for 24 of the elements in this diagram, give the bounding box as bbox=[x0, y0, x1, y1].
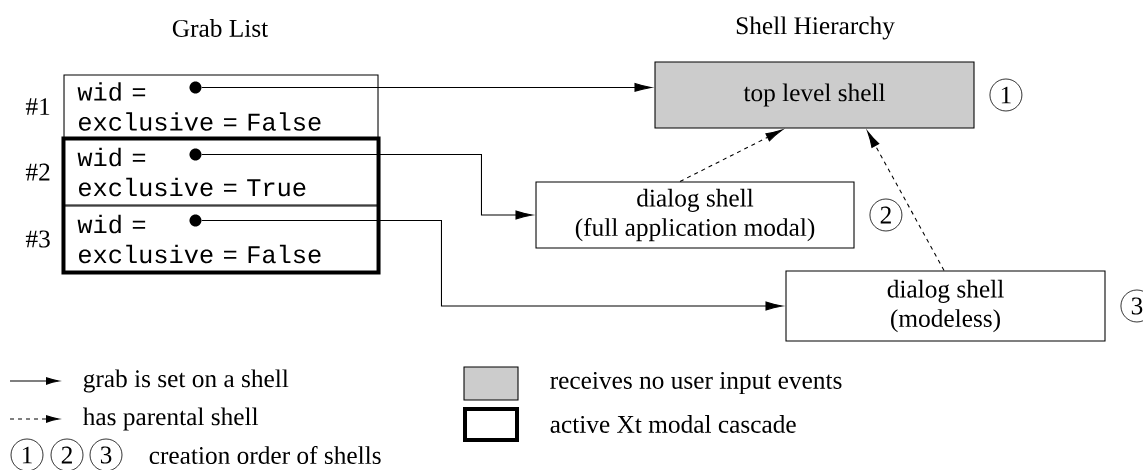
circled-number: 1 bbox=[10, 438, 44, 470]
entry-number: #3 bbox=[25, 230, 50, 248]
legend-text: receives no user input events bbox=[550, 371, 842, 395]
shell-box: top level shell bbox=[654, 61, 975, 129]
legend-text: active Xt modal cascade bbox=[550, 415, 796, 433]
shell-box: dialog shell (modeless) bbox=[785, 270, 1106, 342]
cascade-box bbox=[61, 136, 381, 275]
legend-text: grab is set on a shell bbox=[83, 369, 289, 393]
entry-number: #2 bbox=[25, 163, 50, 181]
circled-number: 2 bbox=[50, 438, 84, 470]
dashed-arrow bbox=[867, 131, 945, 271]
arrow bbox=[201, 219, 783, 311]
circled-number: 1 bbox=[989, 78, 1023, 112]
heading: Grab List bbox=[172, 19, 269, 37]
arrow bbox=[201, 153, 533, 220]
dashed-arrow bbox=[679, 129, 783, 182]
shell-box: dialog shell (full application modal) bbox=[535, 181, 855, 249]
entry-number: #1 bbox=[25, 98, 50, 115]
legend-text: creation order of shells bbox=[149, 445, 381, 465]
circled-number: 2 bbox=[869, 198, 903, 232]
circled-number: 3 bbox=[89, 438, 123, 470]
legend-text: has parental shell bbox=[82, 407, 259, 431]
circled-number: 3 bbox=[1120, 289, 1143, 323]
grab-entry: wid = exclusive = False bbox=[63, 205, 379, 273]
